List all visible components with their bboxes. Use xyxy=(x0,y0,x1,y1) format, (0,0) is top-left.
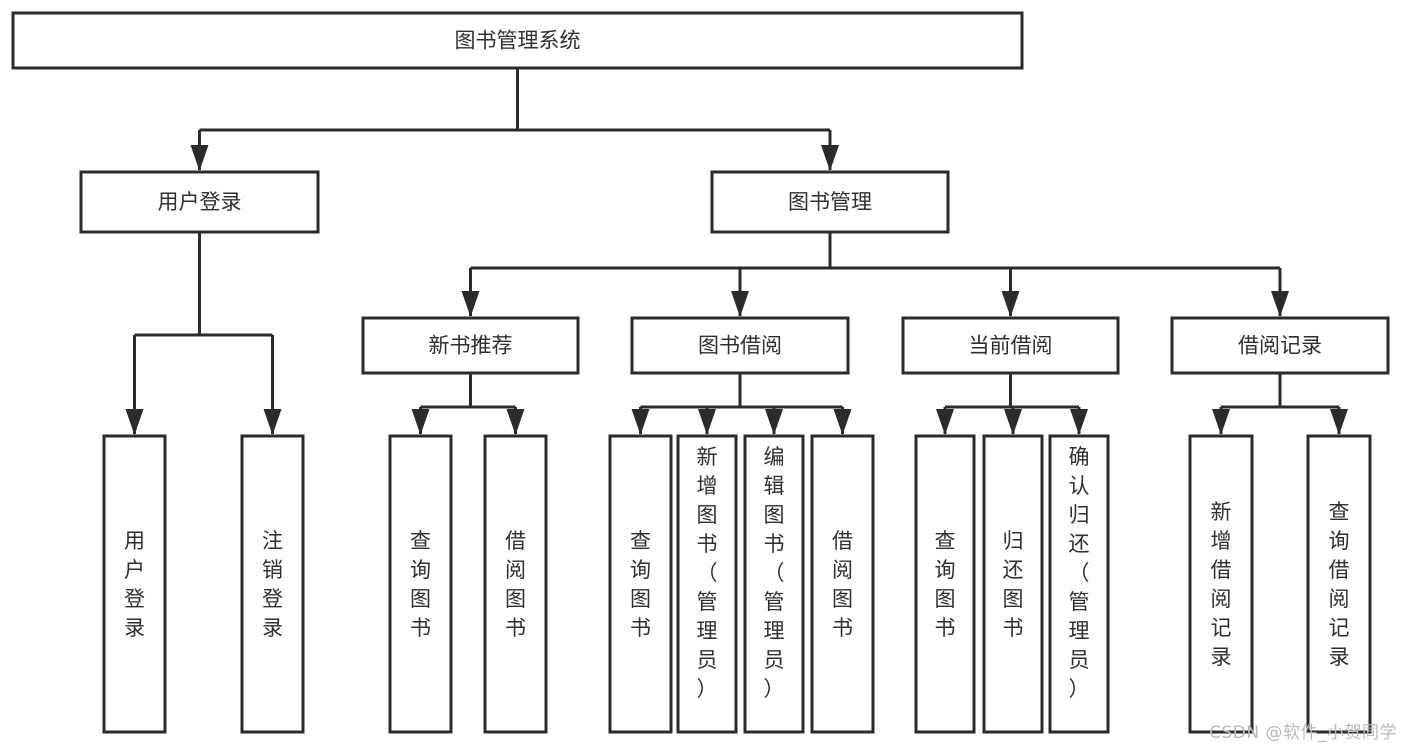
node-label: 查询图书 xyxy=(935,529,956,640)
node-box[interactable] xyxy=(676,434,738,734)
arrow-head-icon xyxy=(506,409,525,435)
arrow-head-icon xyxy=(1330,409,1348,435)
arrow-head-icon xyxy=(821,145,839,171)
node-label: 图书借阅 xyxy=(698,334,782,358)
node-box[interactable] xyxy=(608,434,673,734)
node-label: 查询图书 xyxy=(630,529,651,640)
node-box[interactable] xyxy=(743,434,805,734)
node-label: 用户登录 xyxy=(158,190,242,214)
node-label: 新增借阅记录 xyxy=(1211,500,1232,669)
node-box[interactable] xyxy=(1188,434,1254,734)
node-label: 编辑图书（管理员） xyxy=(764,445,785,701)
arrow-head-icon xyxy=(1070,409,1088,435)
connector-layer xyxy=(125,68,1348,435)
node-box[interactable] xyxy=(79,170,320,234)
node-图书管理[interactable]: 图书管理 xyxy=(710,170,950,234)
arrow-head-icon xyxy=(698,409,716,435)
node-借阅图书[interactable]: 借阅图书 xyxy=(483,434,548,734)
arrow-head-icon xyxy=(263,409,282,435)
node-box[interactable] xyxy=(914,434,976,734)
node-box[interactable] xyxy=(388,434,453,734)
arrow-head-icon xyxy=(833,409,852,435)
node-label: 查询借阅记录 xyxy=(1329,500,1350,669)
node-label: 归还图书 xyxy=(1003,529,1024,640)
node-box[interactable] xyxy=(1306,434,1372,734)
node-box[interactable] xyxy=(361,316,580,375)
arrow-head-icon xyxy=(936,409,954,435)
node-box[interactable] xyxy=(710,170,950,234)
node-label: 当前借阅 xyxy=(969,334,1053,358)
node-label: 确认归还（管理员） xyxy=(1069,445,1090,701)
node-用户登录[interactable]: 用户登录 xyxy=(79,170,320,234)
node-查询图书[interactable]: 查询图书 xyxy=(914,434,976,734)
node-图书管理系统[interactable]: 图书管理系统 xyxy=(11,11,1024,70)
node-查询图书[interactable]: 查询图书 xyxy=(608,434,673,734)
node-查询图书[interactable]: 查询图书 xyxy=(388,434,453,734)
node-归还图书[interactable]: 归还图书 xyxy=(982,434,1044,734)
node-label: 借阅图书 xyxy=(505,529,526,640)
node-box[interactable] xyxy=(901,316,1120,375)
node-label: 注销登录 xyxy=(262,529,283,640)
arrow-head-icon xyxy=(731,291,749,317)
node-借阅图书[interactable]: 借阅图书 xyxy=(810,434,875,734)
node-图书借阅[interactable]: 图书借阅 xyxy=(630,316,850,375)
node-box[interactable] xyxy=(630,316,850,375)
node-label: 借阅图书 xyxy=(832,529,853,640)
node-新增借阅记录[interactable]: 新增借阅记录 xyxy=(1188,434,1254,734)
node-新书推荐[interactable]: 新书推荐 xyxy=(361,316,580,375)
node-box[interactable] xyxy=(240,434,305,734)
arrow-head-icon xyxy=(190,145,209,171)
node-layer: 图书管理系统用户登录图书管理新书推荐图书借阅当前借阅借阅记录用户登录注销登录查询… xyxy=(11,11,1390,734)
arrow-head-icon xyxy=(631,409,650,435)
arrow-head-icon xyxy=(1271,291,1289,317)
node-当前借阅[interactable]: 当前借阅 xyxy=(901,316,1120,375)
arrow-head-icon xyxy=(1004,409,1022,435)
node-box[interactable] xyxy=(102,434,167,734)
node-label: 查询图书 xyxy=(410,529,431,640)
node-label: 图书管理 xyxy=(788,190,872,214)
node-用户登录[interactable]: 用户登录 xyxy=(102,434,167,734)
arrow-head-icon xyxy=(125,409,144,435)
arrow-head-icon xyxy=(1001,291,1020,317)
node-box[interactable] xyxy=(1048,434,1110,734)
node-box[interactable] xyxy=(11,11,1024,70)
arrow-head-icon xyxy=(1212,409,1230,435)
arrow-head-icon xyxy=(411,409,430,435)
node-借阅记录[interactable]: 借阅记录 xyxy=(1170,316,1390,375)
node-label: 新书推荐 xyxy=(429,334,513,358)
node-label: 图书管理系统 xyxy=(455,29,581,53)
node-新增图书管理员[interactable]: 新增图书（管理员） xyxy=(676,434,738,734)
node-查询借阅记录[interactable]: 查询借阅记录 xyxy=(1306,434,1372,734)
node-box[interactable] xyxy=(483,434,548,734)
node-确认归还管理员[interactable]: 确认归还（管理员） xyxy=(1048,434,1110,734)
node-label: 用户登录 xyxy=(124,529,145,640)
node-注销登录[interactable]: 注销登录 xyxy=(240,434,305,734)
arrow-head-icon xyxy=(461,291,480,317)
node-label: 新增图书（管理员） xyxy=(697,445,718,701)
node-box[interactable] xyxy=(810,434,875,734)
node-label: 借阅记录 xyxy=(1238,334,1322,358)
node-编辑图书管理员[interactable]: 编辑图书（管理员） xyxy=(743,434,805,734)
node-box[interactable] xyxy=(1170,316,1390,375)
node-box[interactable] xyxy=(982,434,1044,734)
arrow-head-icon xyxy=(765,409,783,435)
